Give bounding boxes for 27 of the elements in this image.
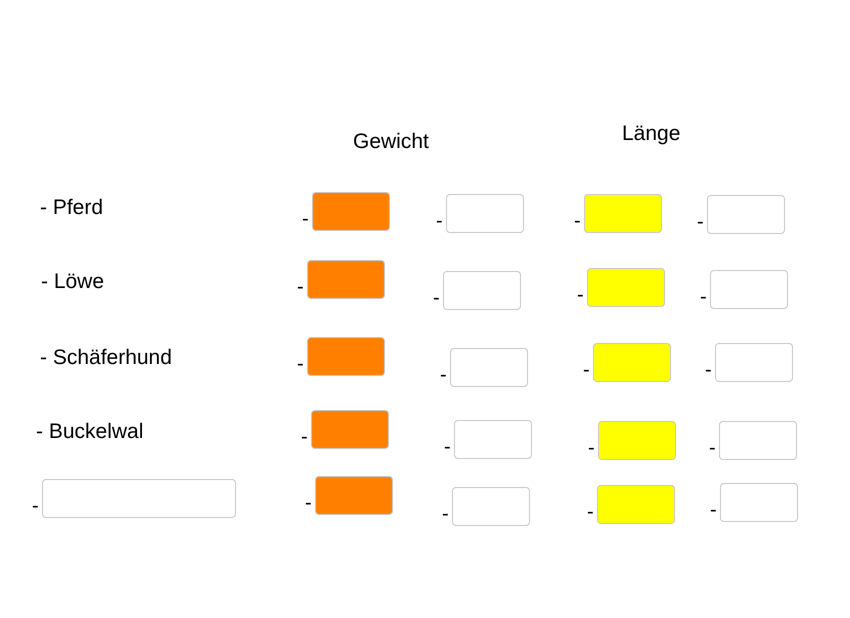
- column-heading: Gewicht: [353, 130, 429, 154]
- dash-mark: -: [710, 500, 717, 520]
- dash-mark: -: [577, 284, 584, 304]
- dash-mark: -: [32, 496, 39, 516]
- dash-mark: -: [697, 212, 704, 232]
- animal-name: - Buckelwal: [36, 420, 144, 444]
- dash-mark: -: [587, 502, 594, 522]
- dash-mark: -: [305, 492, 312, 512]
- dash-mark: -: [574, 210, 581, 230]
- dash-mark: -: [709, 438, 716, 458]
- dash-mark: -: [301, 426, 308, 446]
- dash-mark: -: [444, 436, 451, 456]
- dash-mark: -: [583, 360, 590, 380]
- dash-mark: -: [436, 210, 443, 230]
- dash-mark: -: [433, 288, 440, 308]
- dash-mark: -: [297, 354, 304, 374]
- dash-mark: -: [302, 208, 309, 228]
- dash-mark: -: [442, 504, 449, 524]
- animal-name: - Schäferhund: [40, 346, 172, 370]
- column-heading: Länge: [622, 122, 680, 146]
- dash-mark: -: [588, 438, 595, 458]
- animal-name: - Löwe: [41, 270, 104, 294]
- dash-mark: -: [440, 364, 447, 384]
- animal-name: - Pferd: [40, 196, 104, 220]
- dash-mark: -: [700, 286, 707, 306]
- dash-mark: -: [297, 276, 304, 296]
- dash-mark: -: [705, 360, 712, 380]
